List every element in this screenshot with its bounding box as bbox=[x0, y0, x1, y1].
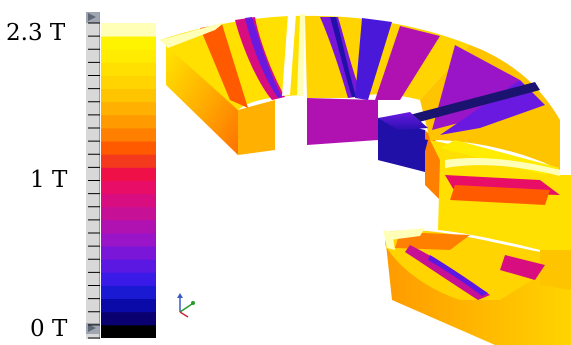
colorbar-band bbox=[101, 206, 156, 221]
colorbar-band bbox=[101, 219, 156, 234]
colorbar-band bbox=[101, 167, 156, 181]
colorbar-band bbox=[101, 272, 156, 286]
colorbar-band bbox=[101, 259, 156, 273]
colorbar-ticks bbox=[88, 22, 100, 339]
colorbar-band bbox=[101, 23, 156, 37]
colorbar-band bbox=[101, 128, 156, 142]
axis-triad-icon bbox=[177, 293, 195, 318]
colorbar-scrollbar-track[interactable] bbox=[86, 12, 100, 339]
colorbar-band bbox=[101, 49, 156, 63]
colorbar-tick-marks bbox=[88, 22, 100, 339]
colorbar-band bbox=[101, 233, 156, 247]
colorbar-min-handle[interactable] bbox=[86, 323, 99, 334]
colorbar-mid-label: 1 T bbox=[30, 167, 68, 193]
colorbar-band bbox=[101, 193, 156, 208]
colorbar-band bbox=[101, 75, 156, 90]
colorbar-band bbox=[101, 101, 156, 116]
colorbar-band bbox=[101, 36, 156, 50]
colorbar bbox=[101, 23, 156, 338]
colorbar-band bbox=[101, 141, 156, 155]
colorbar-band bbox=[101, 180, 156, 195]
colorbar-band bbox=[101, 62, 156, 76]
colorbar-band bbox=[101, 246, 156, 260]
colorbar-bands bbox=[101, 23, 156, 338]
colorbar-band bbox=[101, 154, 156, 168]
colorbar-band bbox=[101, 114, 156, 129]
colorbar-min-label: 0 T bbox=[30, 316, 68, 342]
colorbar-band bbox=[101, 298, 156, 313]
colorbar-band bbox=[101, 311, 156, 326]
colorbar-max-handle[interactable] bbox=[86, 12, 99, 23]
colorbar-band bbox=[101, 88, 156, 103]
colorbar-band bbox=[101, 285, 156, 300]
flux-bands bbox=[200, 17, 560, 300]
colorbar-max-label: 2.3 T bbox=[6, 20, 66, 46]
field-highlights bbox=[160, 22, 560, 240]
colorbar-band bbox=[101, 324, 156, 338]
